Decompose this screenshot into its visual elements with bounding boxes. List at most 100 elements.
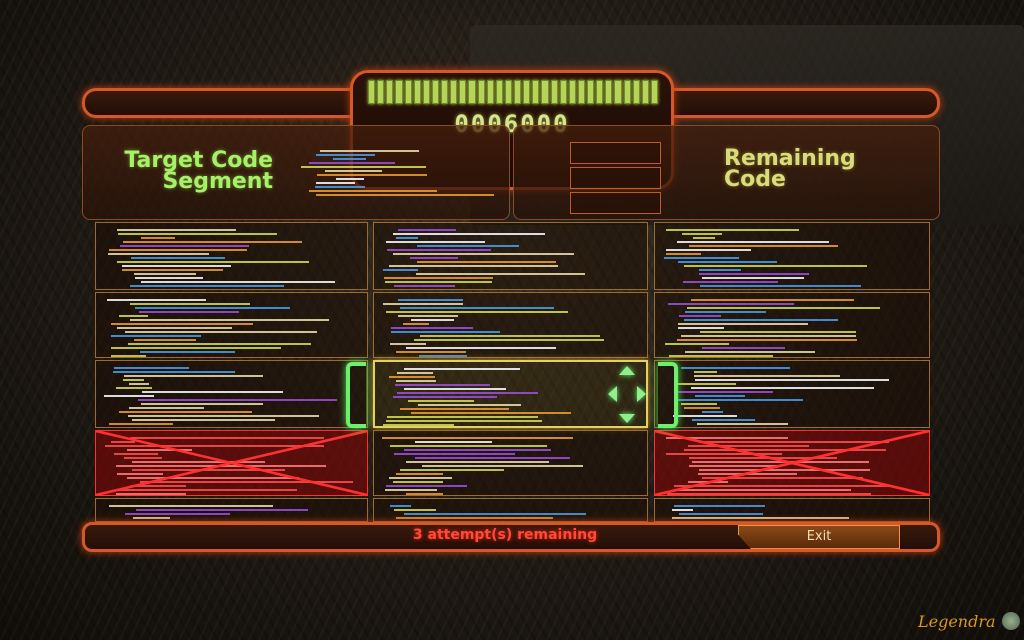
code-line	[127, 477, 299, 479]
code-line	[123, 457, 163, 459]
code-line	[123, 375, 263, 377]
code-cell[interactable]	[373, 292, 648, 358]
progress-segment	[450, 80, 458, 104]
code-line	[678, 261, 778, 263]
progress-segment	[486, 80, 494, 104]
code-cell[interactable]	[373, 222, 648, 290]
code-line	[414, 339, 605, 341]
remaining-slot-1	[570, 142, 661, 164]
code-line	[664, 257, 739, 259]
code-line	[390, 445, 548, 447]
code-line	[691, 419, 756, 421]
code-cell[interactable]	[95, 292, 368, 358]
blocked-code-cell[interactable]	[95, 430, 368, 496]
code-line	[315, 194, 494, 196]
code-line	[687, 307, 881, 309]
arrow-up-icon[interactable]	[619, 366, 635, 375]
code-line	[116, 261, 309, 263]
code-line	[690, 387, 874, 389]
code-line	[124, 331, 318, 333]
arrow-right-icon[interactable]	[637, 386, 646, 402]
code-line	[142, 391, 284, 393]
selection-bracket-left	[346, 362, 366, 428]
arrow-down-icon[interactable]	[619, 414, 635, 423]
code-line	[108, 423, 174, 425]
code-line	[674, 489, 852, 491]
code-cell[interactable]	[95, 222, 368, 290]
code-line	[314, 186, 366, 188]
code-cell[interactable]	[373, 430, 648, 496]
code-line	[415, 457, 571, 459]
code-line	[139, 311, 240, 313]
code-line	[671, 517, 849, 519]
blocked-code-cell[interactable]	[654, 430, 930, 496]
code-line	[120, 245, 249, 247]
code-line	[666, 437, 789, 439]
code-line	[397, 392, 539, 394]
code-line	[139, 351, 235, 353]
code-line	[683, 407, 721, 409]
code-line	[317, 174, 428, 176]
code-line	[666, 249, 751, 251]
code-line	[134, 277, 204, 279]
code-line	[118, 233, 278, 235]
code-line	[407, 400, 474, 402]
code-line	[393, 481, 444, 483]
code-cell[interactable]	[654, 292, 930, 358]
code-line	[140, 403, 264, 405]
code-line	[393, 396, 497, 398]
code-line	[699, 331, 856, 333]
code-line	[394, 509, 436, 511]
progress-segment	[395, 80, 403, 104]
code-line	[405, 461, 550, 463]
code-line	[389, 289, 434, 290]
code-line	[688, 289, 886, 290]
code-line	[396, 517, 554, 519]
code-line	[130, 303, 250, 305]
code-line	[117, 289, 141, 290]
code-line	[672, 415, 738, 417]
code-cell[interactable]	[373, 360, 648, 428]
code-line	[133, 273, 197, 275]
code-line	[109, 249, 247, 251]
code-line	[139, 481, 354, 483]
code-line	[679, 513, 764, 515]
remaining-title-line2: Code	[724, 167, 786, 192]
code-line	[391, 327, 474, 329]
code-line	[384, 277, 493, 279]
progress-segment	[495, 80, 503, 104]
code-cell[interactable]	[95, 360, 368, 428]
exit-button[interactable]: Exit	[738, 525, 900, 549]
code-line	[118, 315, 149, 317]
code-cell[interactable]	[373, 498, 648, 522]
code-cell[interactable]	[654, 222, 930, 290]
code-line	[110, 355, 146, 357]
code-line	[684, 265, 868, 267]
arrow-left-icon[interactable]	[608, 386, 617, 402]
progress-segment	[459, 80, 467, 104]
code-line	[693, 237, 715, 239]
code-line	[416, 245, 520, 247]
code-cell[interactable]	[95, 498, 368, 522]
code-line	[141, 281, 336, 283]
code-line	[680, 403, 718, 405]
target-code-snippet	[298, 148, 498, 198]
code-line	[685, 311, 766, 313]
progress-segment	[404, 80, 412, 104]
code-line	[397, 372, 434, 374]
code-line	[385, 420, 542, 422]
code-line	[395, 384, 490, 386]
progress-segment	[441, 80, 449, 104]
code-line	[396, 237, 418, 239]
code-line	[383, 424, 455, 426]
code-line	[678, 327, 724, 329]
code-cell[interactable]	[654, 360, 930, 428]
code-line	[382, 269, 418, 271]
code-line	[702, 477, 864, 479]
progress-segment	[386, 80, 394, 104]
code-line	[132, 461, 265, 463]
code-cell[interactable]	[654, 498, 930, 522]
code-line	[111, 335, 202, 337]
target-title-line1: Target Code	[124, 148, 273, 173]
code-line	[411, 319, 455, 321]
